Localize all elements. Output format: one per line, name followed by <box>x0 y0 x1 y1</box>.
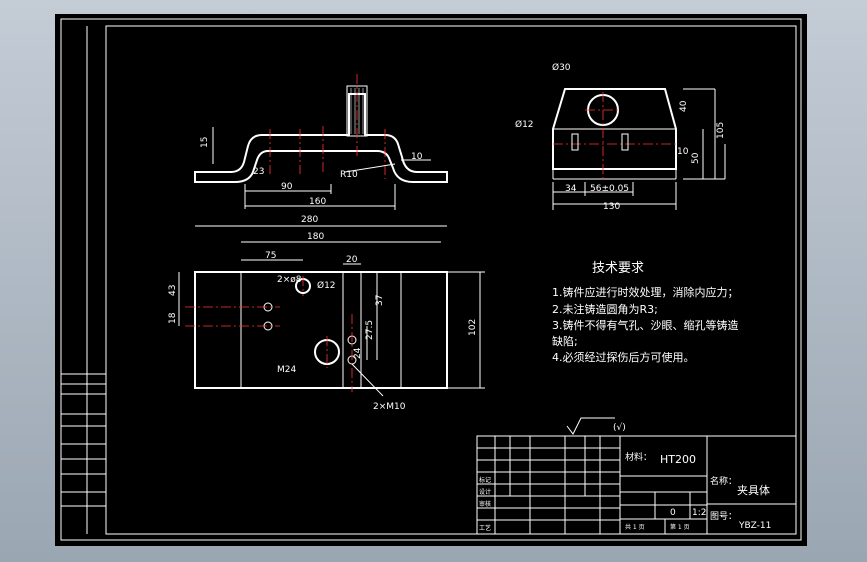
side-view: Ø30 40 105 50 10 Ø12 34 56±0.05 130 <box>515 62 726 212</box>
name-label: 名称： <box>710 475 737 487</box>
dim-56: 56±0.05 <box>590 184 629 194</box>
row-label-design: 设计 <box>479 488 491 496</box>
dim-m24: M24 <box>277 365 296 375</box>
dim-37: 37 <box>375 295 385 306</box>
dim-280: 280 <box>301 215 318 225</box>
dim-90: 90 <box>281 182 293 192</box>
dim-side-10: 10 <box>677 147 689 157</box>
sheet-number: 第 1 页 <box>670 523 690 531</box>
front-view: 15 23 90 160 R10 10 <box>194 74 448 210</box>
row-label-review: 审核 <box>479 500 491 508</box>
dim-43: 43 <box>168 285 178 296</box>
material-value: HT200 <box>660 453 696 466</box>
dim-2x-phi8: 2×ø8 <box>277 275 302 285</box>
part-name: 夹具体 <box>737 483 770 497</box>
dim-phi12: Ø12 <box>515 119 534 130</box>
drawing-no-label: 图号： <box>710 511 737 522</box>
engineering-drawing: 15 23 90 160 R10 10 Ø30 40 105 50 1 <box>60 18 802 541</box>
tech-req-item-3: 3.铸件不得有气孔、沙眼、缩孔等铸造 <box>552 318 739 332</box>
dim-180: 180 <box>307 232 324 242</box>
dim-24: 24 <box>353 347 363 359</box>
dim-2x-m10: 2×M10 <box>373 402 406 412</box>
dim-18: 18 <box>168 312 178 324</box>
dim-15: 15 <box>200 137 210 148</box>
tech-req-item-3b: 缺陷; <box>552 334 578 348</box>
title-block: 标记 设计 审核 工艺 材料： HT200 名称： 夹具体 图号： YBZ-11… <box>476 435 797 535</box>
dim-40: 40 <box>679 100 689 112</box>
dim-27-5: 27.5 <box>365 320 375 340</box>
tech-req-item-1: 1.铸件应进行时效处理，消除内应力； <box>552 285 739 299</box>
dim-75: 75 <box>265 251 276 261</box>
dim-105: 105 <box>716 122 726 139</box>
outer-frame <box>60 18 802 541</box>
dim-50: 50 <box>691 152 701 164</box>
scale-value: 1:2 <box>692 508 706 518</box>
tech-req-item-2: 2.未注铸造圆角为R3; <box>552 302 658 316</box>
tech-req-item-4: 4.必须经过探伤后方可使用。 <box>552 350 695 364</box>
plan-view: 280 180 75 20 43 18 2×ø8 Ø12 37 27.5 24 … <box>168 215 485 412</box>
surface-mark-text: (√) <box>613 422 626 433</box>
technical-requirements: 技术要求 1.铸件应进行时效处理，消除内应力； 2.未注铸造圆角为R3; 3.铸… <box>552 261 739 364</box>
row-label-mark: 标记 <box>479 476 491 484</box>
drawing-no: YBZ-11 <box>738 521 771 531</box>
dim-130: 130 <box>603 202 620 212</box>
dim-102: 102 <box>468 319 478 336</box>
drawing-sheet: 15 23 90 160 R10 10 Ø30 40 105 50 1 <box>55 14 807 546</box>
dim-34: 34 <box>565 184 577 194</box>
sheet-total: 共 1 页 <box>625 523 645 531</box>
surface-roughness-mark: (√) <box>566 417 626 435</box>
tech-requirements-title: 技术要求 <box>592 261 644 276</box>
material-label: 材料： <box>625 451 652 463</box>
count-value: 0 <box>670 508 676 518</box>
dim-160: 160 <box>309 197 326 207</box>
dim-plan-phi12: Ø12 <box>317 280 336 291</box>
dim-23: 23 <box>253 167 264 177</box>
row-label-process: 工艺 <box>479 524 491 532</box>
dim-20: 20 <box>346 255 358 265</box>
drawing-border <box>105 25 797 535</box>
dim-10: 10 <box>411 152 423 162</box>
binding-strip <box>61 26 106 534</box>
dim-phi30: Ø30 <box>552 62 571 73</box>
dim-r10: R10 <box>340 170 358 180</box>
